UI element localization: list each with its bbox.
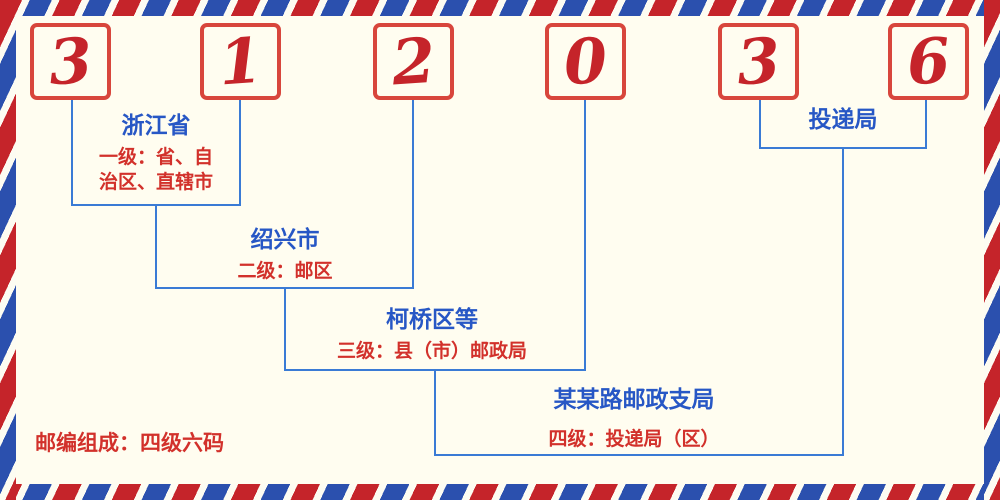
- label-group-level1: 浙江省 一级：省、自 治区、直辖市: [74, 112, 238, 196]
- airmail-border-bottom: [0, 484, 1000, 500]
- digit-box-2: 1: [200, 23, 281, 100]
- delivery-place: 投递局: [808, 107, 878, 133]
- digit-box-1: 3: [30, 23, 111, 100]
- digit-4: 0: [561, 23, 610, 99]
- digit-6: 6: [904, 23, 953, 99]
- airmail-border-top: [0, 0, 1000, 16]
- level1-place: 浙江省: [121, 113, 191, 139]
- level1-desc: 一级：省、自 治区、直辖市: [74, 145, 238, 196]
- label-group-level2: 绍兴市 二级：邮区: [203, 226, 367, 284]
- label-group-level3: 柯桥区等 三级：县（市）邮政局: [322, 306, 542, 364]
- digit-box-6: 6: [888, 23, 969, 100]
- label-group-level4: 某某路邮政支局 四级：投递局（区）: [514, 386, 754, 452]
- level1-desc-line1: 一级：省、自: [98, 145, 213, 168]
- digit-5: 3: [734, 23, 783, 99]
- level3-desc: 三级：县（市）邮政局: [336, 339, 527, 362]
- digit-1: 3: [46, 23, 95, 99]
- level2-place: 绍兴市: [250, 227, 320, 253]
- level1-desc-line2: 治区、直辖市: [98, 171, 213, 194]
- level4-place: 某某路邮政支局: [553, 387, 715, 413]
- digit-box-5: 3: [718, 23, 799, 100]
- level2-desc: 二级：邮区: [237, 259, 333, 282]
- airmail-border-left: [0, 0, 16, 500]
- digit-box-4: 0: [545, 23, 626, 100]
- digit-box-3: 2: [373, 23, 454, 100]
- level3-place: 柯桥区等: [386, 307, 478, 333]
- level4-desc: 四级：投递局（区）: [548, 427, 720, 450]
- digit-2: 1: [216, 23, 265, 99]
- label-group-delivery: 投递局: [778, 106, 908, 135]
- digit-3: 2: [389, 23, 438, 99]
- composition-note: 邮编组成：四级六码: [35, 431, 224, 455]
- airmail-border-right: [984, 0, 1000, 500]
